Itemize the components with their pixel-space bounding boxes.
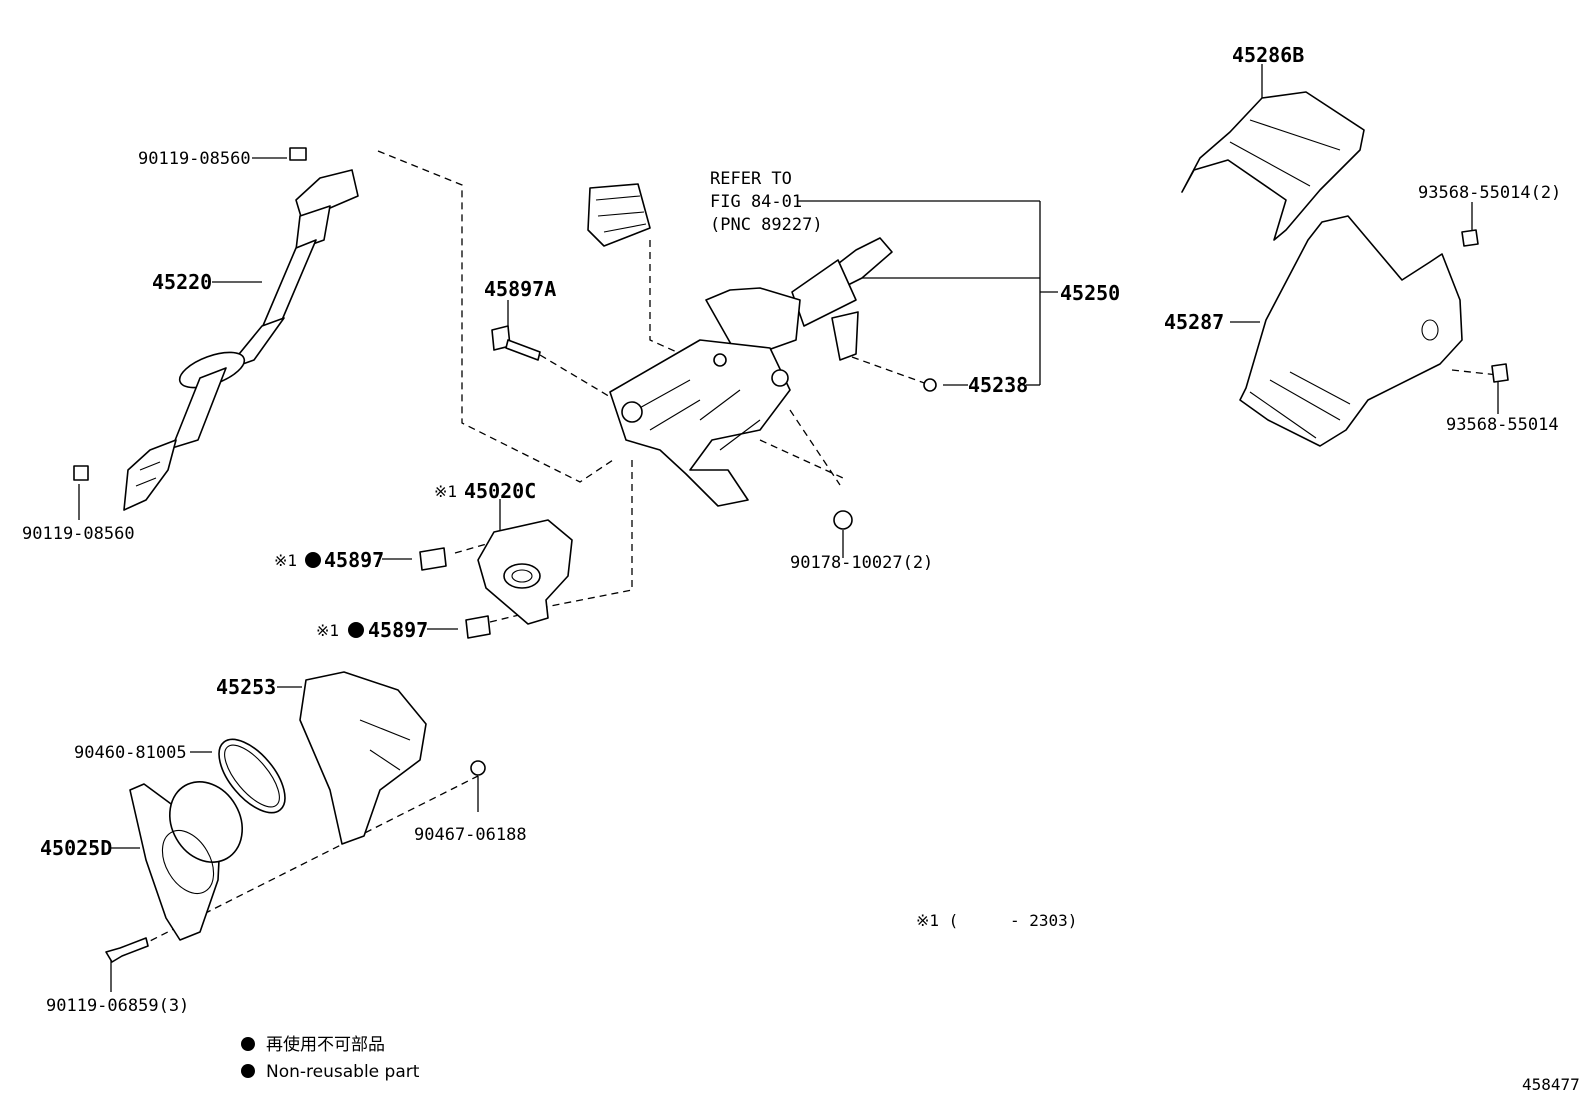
label-refer-line2: FIG 84-01 (710, 192, 802, 212)
boot-cover-45253 (299, 671, 427, 845)
intermediate-shaft-45220 (73, 147, 359, 511)
label-mark-45897-a: ※1 (274, 551, 297, 570)
label-45253: 45253 (216, 675, 276, 699)
label-45025D: 45025D (40, 836, 112, 860)
label-90178-10027: 90178-10027(2) (790, 553, 933, 573)
label-90460-81005: 90460-81005 (74, 743, 187, 763)
steering-column-45250 (587, 183, 893, 507)
lower-cover-45287 (1239, 215, 1463, 447)
footnote-range: - 2303) (1010, 911, 1077, 930)
non-reusable-dot-a (305, 552, 321, 568)
fasteners (105, 229, 1509, 963)
label-refer-line3: (PNC 89227) (710, 215, 823, 235)
label-90119-06859: 90119-06859(3) (46, 996, 189, 1016)
footnote: ※1 ( - 2303) (916, 911, 1077, 930)
label-93568-55014-2: 93568-55014(2) (1418, 183, 1561, 203)
label-45897-b: 45897 (368, 618, 428, 642)
label-45287: 45287 (1164, 310, 1224, 334)
label-45897-a: 45897 (324, 548, 384, 572)
label-mark-45897-b: ※1 (316, 621, 339, 640)
part-labels: 90119-08560 45220 90119-08560 REFER TO F… (22, 43, 1561, 1016)
non-reusable-dot-b (348, 622, 364, 638)
diagram-id: 458477 (1522, 1075, 1580, 1094)
legend: 再使用不可部品 Non-reusable part (241, 1034, 420, 1082)
label-93568-55014: 93568-55014 (1446, 415, 1559, 435)
label-mark-45020C: ※1 (434, 482, 457, 501)
label-45238: 45238 (968, 373, 1028, 397)
legend-dot-jp (241, 1037, 255, 1051)
legend-dot-en (241, 1064, 255, 1078)
leader-lines (78, 64, 1499, 992)
boot-45025D (129, 781, 243, 941)
label-refer-line1: REFER TO (710, 169, 792, 189)
label-45286B: 45286B (1232, 43, 1304, 67)
label-45020C: 45020C (464, 479, 536, 503)
label-45250: 45250 (1060, 281, 1120, 305)
label-90119-08560-bottom: 90119-08560 (22, 524, 135, 544)
ring-90460-81005 (218, 738, 286, 814)
label-90119-08560-top: 90119-08560 (138, 149, 251, 169)
bracket-45020C (477, 519, 573, 625)
label-90467-06188: 90467-06188 (414, 825, 527, 845)
legend-jp: 再使用不可部品 (266, 1034, 385, 1055)
upper-cover-45286B (1181, 91, 1365, 241)
legend-en: Non-reusable part (266, 1062, 420, 1082)
footnote-prefix: ※1 ( (916, 911, 958, 930)
label-45897A: 45897A (484, 277, 556, 301)
label-45220: 45220 (152, 270, 212, 294)
